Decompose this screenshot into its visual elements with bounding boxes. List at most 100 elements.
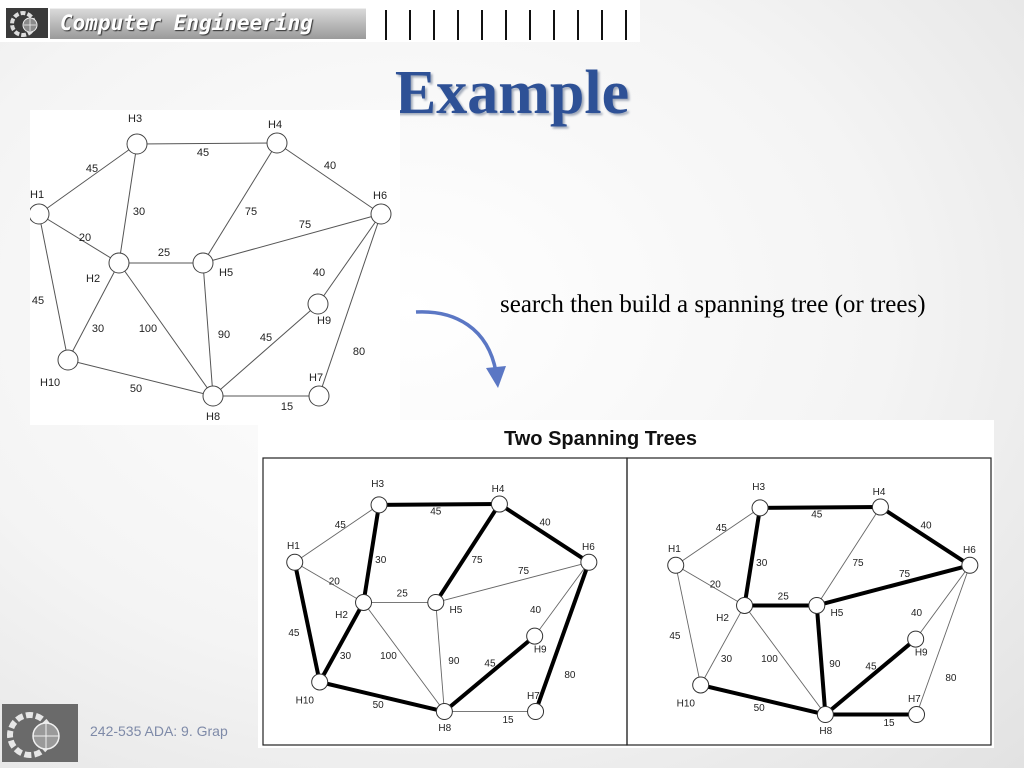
tree-edge-weight-label: 40 — [920, 520, 932, 531]
tree-edge-h8-h9 — [443, 634, 536, 714]
tree-edge-weight-label: 50 — [373, 700, 385, 711]
tree-node-h9 — [526, 627, 544, 645]
tree-edge-h3-h4 — [379, 502, 500, 507]
edge-weight-label: 45 — [260, 332, 272, 344]
tree-edge-weight-label: 45 — [716, 523, 728, 534]
edge-weight-label: 80 — [353, 346, 365, 358]
tree-node-label-h2: H2 — [716, 613, 729, 624]
node-h3 — [126, 133, 148, 155]
tree-edge-weight-label: 20 — [329, 576, 341, 587]
node-label-h1: H1 — [30, 189, 44, 201]
gear-globe-logo-icon — [6, 8, 48, 38]
edge-h3-h4 — [136, 142, 278, 145]
tree-edge-weight-label: 30 — [721, 654, 733, 665]
tree-node-h7 — [908, 706, 926, 724]
tree-node-label-h9: H9 — [534, 644, 547, 655]
edge-h2-h10 — [67, 262, 120, 361]
tree-edge-weight-label: 15 — [502, 715, 514, 726]
tree-node-h5 — [808, 596, 826, 614]
header-tick-marks — [385, 10, 627, 40]
tree-edge-h3-h4 — [760, 505, 881, 510]
tree2-frame — [626, 457, 992, 746]
tree-node-label-h5: H5 — [831, 608, 844, 619]
tree-edge-weight-label: 20 — [710, 579, 722, 590]
edge-weight-label: 45 — [197, 147, 209, 159]
tree-edge-weight-label: 45 — [484, 658, 496, 669]
tree-node-h1 — [286, 553, 304, 571]
spanning-trees-title: Two Spanning Trees — [504, 428, 697, 450]
tree-edge-h5-h8 — [814, 605, 828, 715]
node-h9 — [307, 293, 329, 315]
tree-edge-h2-h3 — [361, 504, 381, 603]
tree-node-label-h4: H4 — [492, 484, 505, 495]
node-h8 — [202, 385, 224, 407]
tree1-frame — [262, 457, 628, 746]
tree-node-h10 — [692, 676, 710, 694]
graph-edge-h6-h7 — [916, 565, 971, 715]
footer-text: 242-535 ADA: 9. Grap — [90, 723, 228, 739]
tree-node-label-h6: H6 — [963, 545, 976, 556]
spanning-trees-panel: Two Spanning Trees 45 45 40 30 75 75 20 25 40 45 3… — [258, 420, 994, 748]
tree-node-label-h7: H7 — [527, 691, 540, 702]
edge-weight-label: 100 — [139, 323, 157, 335]
tree-edge-weight-label: 45 — [865, 661, 877, 672]
tree-node-h1 — [667, 556, 685, 574]
edge-h4-h6 — [276, 142, 382, 215]
node-label-h6: H6 — [373, 190, 387, 202]
tree-edge-weight-label: 75 — [899, 569, 911, 580]
footer-logo-icon — [2, 704, 78, 762]
tree-edge-h4-h5 — [434, 502, 502, 604]
tree-edge-weight-label: 45 — [811, 510, 823, 521]
tree-edge-weight-label: 45 — [335, 520, 347, 531]
curved-arrow-icon — [415, 310, 506, 388]
graph-edge-h5-h8 — [435, 602, 445, 712]
node-label-h8: H8 — [206, 411, 220, 423]
edge-weight-label: 75 — [299, 219, 311, 231]
node-label-h3: H3 — [128, 113, 142, 125]
edge-weight-label: 30 — [133, 206, 145, 218]
edge-h8-h9 — [212, 303, 319, 397]
tree-node-h6 — [580, 553, 598, 571]
edge-h5-h8 — [202, 262, 214, 397]
tree-node-label-h5: H5 — [450, 605, 463, 616]
tree-node-label-h1: H1 — [287, 541, 300, 552]
tree-edge-weight-label: 45 — [430, 507, 442, 518]
graph-edge-h6-h9 — [534, 562, 590, 637]
tree-edge-weight-label: 30 — [340, 651, 352, 662]
tree-edge-weight-label: 100 — [761, 654, 778, 665]
graph-edge-h1-h2 — [294, 561, 364, 603]
slide-title: Example — [0, 58, 1024, 129]
tree-node-h2 — [736, 596, 754, 614]
tree-edge-weight-label: 40 — [539, 517, 551, 528]
tree-edge-weight-label: 100 — [380, 651, 397, 662]
edge-weight-label: 50 — [130, 383, 142, 395]
tree-edge-weight-label: 75 — [471, 555, 483, 566]
edge-h5-h6 — [202, 213, 382, 264]
tree-edge-h6-h7 — [533, 561, 591, 713]
edge-h6-h7 — [318, 213, 382, 397]
edge-weight-label: 90 — [218, 329, 230, 341]
tree-node-label-h3: H3 — [752, 482, 765, 493]
edge-weight-label: 75 — [245, 206, 257, 218]
graph-edge-h1-h2 — [675, 564, 745, 606]
node-label-h10: H10 — [40, 377, 60, 389]
edge-h2-h8 — [118, 262, 214, 397]
tree-edge-weight-label: 30 — [756, 558, 768, 569]
tree-edge-weight-label: 40 — [530, 605, 542, 616]
tree-node-h8 — [435, 703, 453, 721]
tree-node-h4 — [871, 498, 889, 516]
edge-weight-label: 40 — [324, 160, 336, 172]
tree-edge-weight-label: 75 — [852, 558, 864, 569]
edge-weight-label: 15 — [281, 401, 293, 413]
tree-node-h8 — [816, 706, 834, 724]
tree-node-label-h1: H1 — [668, 544, 681, 555]
tree-node-label-h8: H8 — [438, 723, 451, 734]
tree-node-h7 — [527, 703, 545, 721]
graph-edge-h5-h6 — [435, 561, 589, 603]
tree-edge-weight-label: 25 — [397, 589, 409, 600]
tree-edge-weight-label: 40 — [911, 608, 923, 619]
tree-edge-h10-h8 — [700, 683, 826, 717]
